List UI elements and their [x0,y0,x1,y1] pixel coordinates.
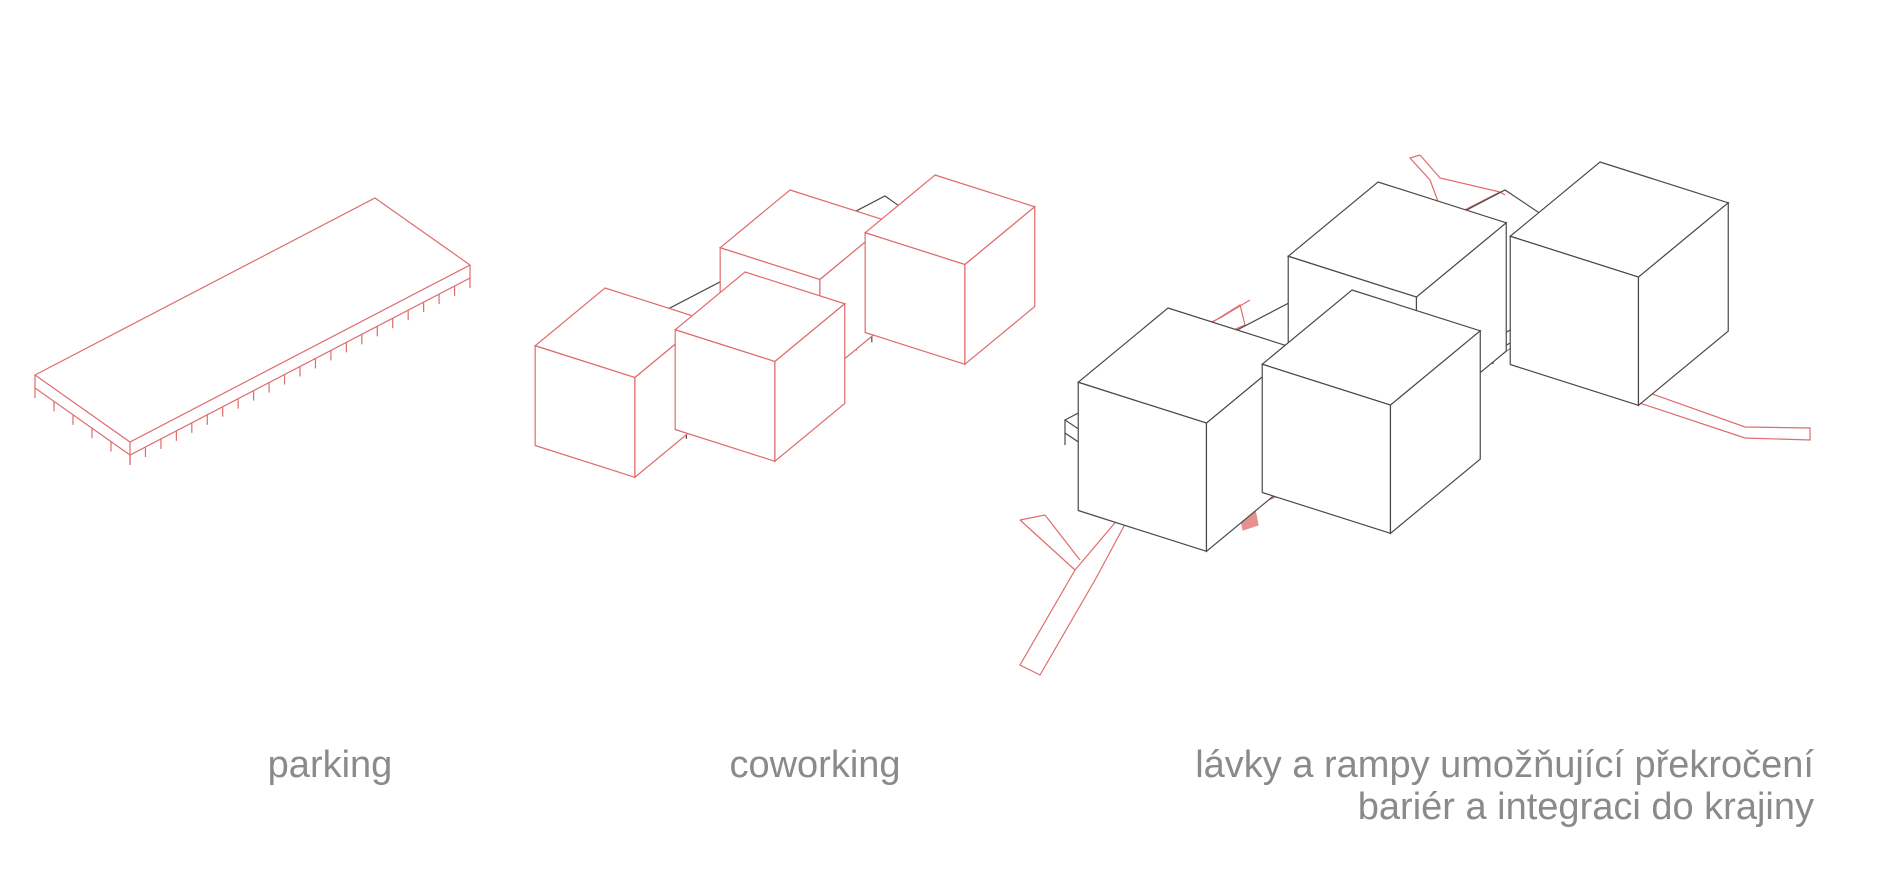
bridges-cubes [1076,161,1730,553]
coworking-diagram [533,174,1036,479]
parking-slab-edge [34,265,471,456]
parking-diagram [33,197,472,465]
coworking-cube-4-side-right [964,205,1036,366]
walkway-left-lower [1019,509,1131,676]
walkway-right-long [1509,344,1811,441]
walkway-left-arm [1019,514,1081,561]
bridges-cube-4-side-right [1637,201,1729,407]
caption-bridges-line-1: lávky a rampy umožňující překročení [1195,744,1814,786]
coworking-cubes [533,174,1036,479]
caption-bridges: lávky a rampy umožňující překročení bari… [1195,744,1814,828]
caption-parking: parking [267,744,393,786]
bridges-diagram [1019,154,1811,676]
parking-columns [34,278,471,465]
bridges-cube-3-side-right [1389,329,1481,535]
caption-bridges-line-2: bariér a integraci do krajiny [1357,786,1814,828]
caption-coworking: coworking [729,744,901,786]
parking-slab-top [33,197,472,443]
coworking-cube-3-side-right [774,302,846,463]
